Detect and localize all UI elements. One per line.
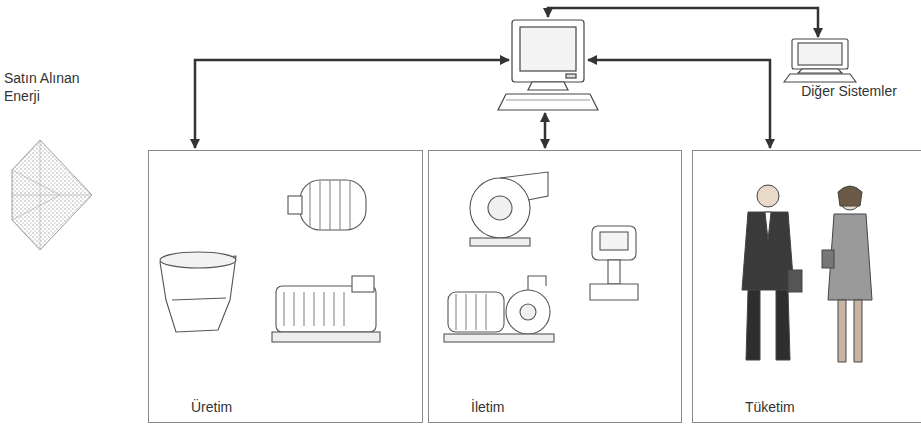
node-label: İletim <box>471 399 681 416</box>
source-label: Satın Alınan Enerji <box>4 70 100 105</box>
link-arrows <box>195 8 818 148</box>
consumption-box: Tüketim <box>692 150 921 423</box>
node-label: Tüketim <box>745 399 921 416</box>
transmission-box: İletim <box>428 150 682 423</box>
people <box>742 185 872 362</box>
node-label: Diğer Sistemler <box>768 83 921 100</box>
transmission-equipment <box>444 172 638 342</box>
production-box: Üretim <box>148 150 423 423</box>
system-label-group: Diğer Sistemler <box>768 30 921 100</box>
energy-source <box>12 140 92 250</box>
node-label: Üretim <box>191 399 422 416</box>
computer-icon <box>498 20 598 110</box>
production-equipment <box>160 180 380 342</box>
computer-icon <box>784 39 856 82</box>
